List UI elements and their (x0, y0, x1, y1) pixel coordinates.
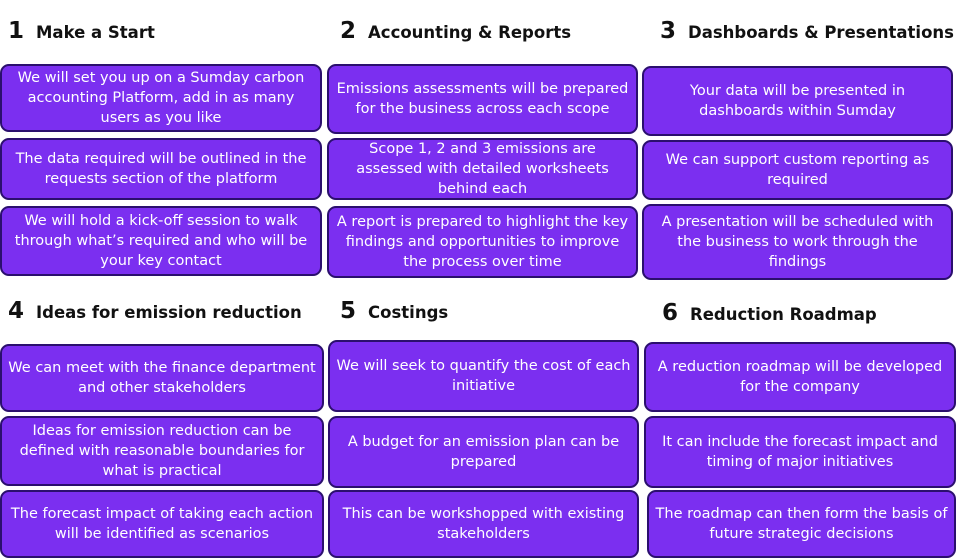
card-text: A reduction roadmap will be developed fo… (657, 359, 943, 395)
section-number: 3 (660, 18, 677, 44)
card-text: Emissions assessments will be prepared f… (336, 81, 629, 117)
card-quantify-cost: We will seek to quantify the cost of eac… (328, 340, 639, 412)
section-header-dashboards-presentations: 3 Dashboards & Presentations (660, 18, 954, 44)
section-title: Dashboards & Presentations (688, 23, 954, 42)
card-text: This can be workshopped with existing st… (342, 506, 625, 542)
section-title: Ideas for emission reduction (36, 303, 302, 322)
card-scope-emissions: Scope 1, 2 and 3 emissions are assessed … (327, 138, 638, 200)
card-text: A presentation will be scheduled with th… (661, 214, 934, 270)
card-forecast-scenarios: The forecast impact of taking each actio… (0, 490, 324, 558)
section-number: 2 (340, 18, 357, 44)
card-budget: A budget for an emission plan can be pre… (328, 416, 639, 488)
card-strategic-decisions: The roadmap can then form the basis of f… (647, 490, 956, 558)
card-text: Scope 1, 2 and 3 emissions are assessed … (356, 141, 609, 197)
card-text: The data required will be outlined in th… (15, 151, 307, 187)
card-text: A budget for an emission plan can be pre… (347, 434, 620, 470)
card-text: We will set you up on a Sumday carbon ac… (17, 70, 305, 126)
section-header-ideas-emission-reduction: 4 Ideas for emission reduction (8, 298, 302, 324)
card-text: Ideas for emission reduction can be defi… (19, 423, 305, 479)
card-text: We can support custom reporting as requi… (665, 152, 930, 188)
card-emissions-assessments: Emissions assessments will be prepared f… (327, 64, 638, 134)
card-data-required: The data required will be outlined in th… (0, 138, 322, 200)
card-kickoff-session: We will hold a kick-off session to walk … (0, 206, 322, 276)
card-text: The forecast impact of taking each actio… (10, 506, 314, 542)
section-number: 1 (8, 18, 25, 44)
card-dashboards: Your data will be presented in dashboard… (642, 66, 953, 136)
card-text: It can include the forecast impact and t… (662, 434, 938, 470)
section-header-accounting-reports: 2 Accounting & Reports (340, 18, 571, 44)
card-text: Your data will be presented in dashboard… (689, 83, 906, 119)
card-forecast-impact: It can include the forecast impact and t… (644, 416, 956, 488)
section-header: 1 Make a Start (8, 18, 155, 44)
card-presentation-scheduled: A presentation will be scheduled with th… (642, 204, 953, 280)
section-title: Reduction Roadmap (690, 305, 877, 324)
section-number: 5 (340, 298, 357, 324)
card-custom-reporting: We can support custom reporting as requi… (642, 140, 953, 200)
section-title: Accounting & Reports (368, 23, 572, 42)
card-text: We can meet with the finance department … (8, 360, 316, 396)
card-text: A report is prepared to highlight the ke… (336, 214, 629, 270)
card-report-prepared: A report is prepared to highlight the ke… (327, 206, 638, 278)
card-text: The roadmap can then form the basis of f… (655, 506, 948, 542)
card-workshopped: This can be workshopped with existing st… (328, 490, 639, 558)
section-number: 4 (8, 298, 25, 324)
section-number: 6 (662, 300, 679, 326)
card-text: We will seek to quantify the cost of eac… (336, 358, 631, 394)
section-title: Make a Start (36, 23, 155, 42)
card-platform-setup: We will set you up on a Sumday carbon ac… (0, 64, 322, 132)
section-title: Costings (368, 303, 449, 322)
card-finance-meeting: We can meet with the finance department … (0, 344, 324, 412)
section-header-reduction-roadmap: 6 Reduction Roadmap (662, 300, 877, 326)
card-roadmap-developed: A reduction roadmap will be developed fo… (644, 342, 956, 412)
card-reduction-ideas: Ideas for emission reduction can be defi… (0, 416, 324, 486)
section-header-costings: 5 Costings (340, 298, 448, 324)
card-text: We will hold a kick-off session to walk … (14, 213, 308, 269)
